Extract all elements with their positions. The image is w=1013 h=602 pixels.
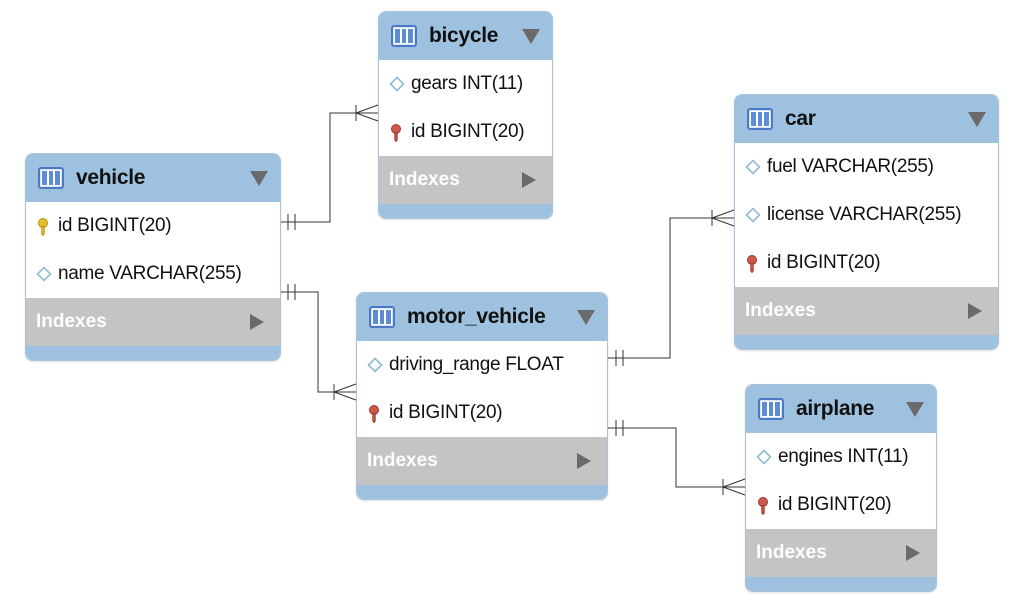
collapse-triangle-icon[interactable] — [250, 171, 268, 186]
column-row[interactable]: gears INT(11) — [379, 60, 552, 108]
table-icon — [758, 398, 784, 420]
column-diamond-icon — [367, 357, 383, 373]
connector-vehicle-bicycle — [280, 104, 379, 230]
column-row[interactable]: id BIGINT(20) — [26, 202, 280, 250]
column-label: engines INT(11) — [778, 446, 909, 467]
collapse-triangle-icon[interactable] — [906, 402, 924, 417]
column-list: id BIGINT(20) name VARCHAR(255) — [26, 202, 280, 298]
collapse-triangle-icon[interactable] — [968, 112, 986, 127]
column-row[interactable]: driving_range FLOAT — [357, 341, 607, 389]
collapse-triangle-icon[interactable] — [522, 29, 540, 44]
table-footer — [379, 204, 552, 218]
column-row[interactable]: id BIGINT(20) — [379, 108, 552, 156]
column-list: engines INT(11) id BIGINT(20) — [746, 433, 936, 529]
column-diamond-icon — [389, 76, 405, 92]
indexes-section[interactable]: Indexes — [379, 156, 552, 204]
expand-triangle-icon[interactable] — [577, 453, 591, 469]
table-motor-vehicle[interactable]: motor_vehicle driving_range FLOAT id BIGI… — [356, 292, 608, 500]
table-name: motor_vehicle — [407, 305, 546, 328]
indexes-label: Indexes — [389, 169, 460, 190]
column-label: id BIGINT(20) — [411, 121, 525, 142]
expand-triangle-icon[interactable] — [522, 172, 536, 188]
table-name: airplane — [796, 397, 875, 420]
column-list: gears INT(11) id BIGINT(20) — [379, 60, 552, 156]
table-vehicle[interactable]: vehicle id BIGINT(20) name VARCHAR(255) I… — [25, 153, 281, 361]
table-footer — [746, 577, 936, 591]
table-header[interactable]: motor_vehicle — [357, 293, 607, 341]
column-label: license VARCHAR(255) — [767, 204, 962, 225]
indexes-section[interactable]: Indexes — [26, 298, 280, 346]
table-icon — [38, 167, 64, 189]
indexes-label: Indexes — [756, 542, 827, 563]
expand-triangle-icon[interactable] — [250, 314, 264, 330]
column-label: id BIGINT(20) — [767, 252, 881, 273]
table-car[interactable]: car fuel VARCHAR(255) license VARCHAR(255… — [734, 94, 999, 350]
foreign-key-icon — [745, 255, 759, 274]
indexes-section[interactable]: Indexes — [746, 529, 936, 577]
column-row[interactable]: id BIGINT(20) — [735, 239, 998, 287]
collapse-triangle-icon[interactable] — [577, 310, 595, 325]
column-diamond-icon — [745, 207, 761, 223]
table-header[interactable]: bicycle — [379, 12, 552, 60]
column-label: gears INT(11) — [411, 73, 523, 94]
column-row[interactable]: license VARCHAR(255) — [735, 191, 998, 239]
table-footer — [735, 335, 998, 349]
table-header[interactable]: vehicle — [26, 154, 280, 202]
table-icon — [369, 306, 395, 328]
table-footer — [357, 485, 607, 499]
column-label: id BIGINT(20) — [58, 215, 172, 236]
primary-key-icon — [36, 218, 50, 237]
table-header[interactable]: airplane — [746, 385, 936, 433]
expand-triangle-icon[interactable] — [906, 545, 920, 561]
indexes-label: Indexes — [745, 300, 816, 321]
column-label: driving_range FLOAT — [389, 354, 564, 375]
column-row[interactable]: engines INT(11) — [746, 433, 936, 481]
column-label: id BIGINT(20) — [778, 494, 892, 515]
column-row[interactable]: id BIGINT(20) — [746, 481, 936, 529]
column-row[interactable]: fuel VARCHAR(255) — [735, 143, 998, 191]
indexes-section[interactable]: Indexes — [735, 287, 998, 335]
table-name: bicycle — [429, 24, 499, 47]
indexes-label: Indexes — [36, 311, 107, 332]
table-footer — [26, 346, 280, 360]
table-icon — [391, 25, 417, 47]
column-label: fuel VARCHAR(255) — [767, 156, 934, 177]
table-name: vehicle — [76, 166, 146, 189]
column-row[interactable]: id BIGINT(20) — [357, 389, 607, 437]
expand-triangle-icon[interactable] — [968, 303, 982, 319]
connector-vehicle-motor-vehicle — [280, 284, 357, 401]
column-diamond-icon — [756, 449, 772, 465]
indexes-section[interactable]: Indexes — [357, 437, 607, 485]
table-icon — [747, 108, 773, 130]
column-label: id BIGINT(20) — [389, 402, 503, 423]
column-diamond-icon — [745, 159, 761, 175]
foreign-key-icon — [756, 497, 770, 516]
table-airplane[interactable]: airplane engines INT(11) id BIGINT(20) In… — [745, 384, 937, 592]
column-label: name VARCHAR(255) — [58, 263, 242, 284]
column-list: driving_range FLOAT id BIGINT(20) — [357, 341, 607, 437]
foreign-key-icon — [367, 405, 381, 424]
foreign-key-icon — [389, 124, 403, 143]
table-bicycle[interactable]: bicycle gears INT(11) id BIGINT(20) Index… — [378, 11, 553, 219]
column-diamond-icon — [36, 266, 52, 282]
column-list: fuel VARCHAR(255) license VARCHAR(255) id … — [735, 143, 998, 287]
connector-motor-vehicle-airplane — [606, 420, 746, 496]
connector-motor-vehicle-car — [606, 209, 735, 366]
table-name: car — [785, 107, 816, 130]
table-header[interactable]: car — [735, 95, 998, 143]
column-row[interactable]: name VARCHAR(255) — [26, 250, 280, 298]
indexes-label: Indexes — [367, 450, 438, 471]
